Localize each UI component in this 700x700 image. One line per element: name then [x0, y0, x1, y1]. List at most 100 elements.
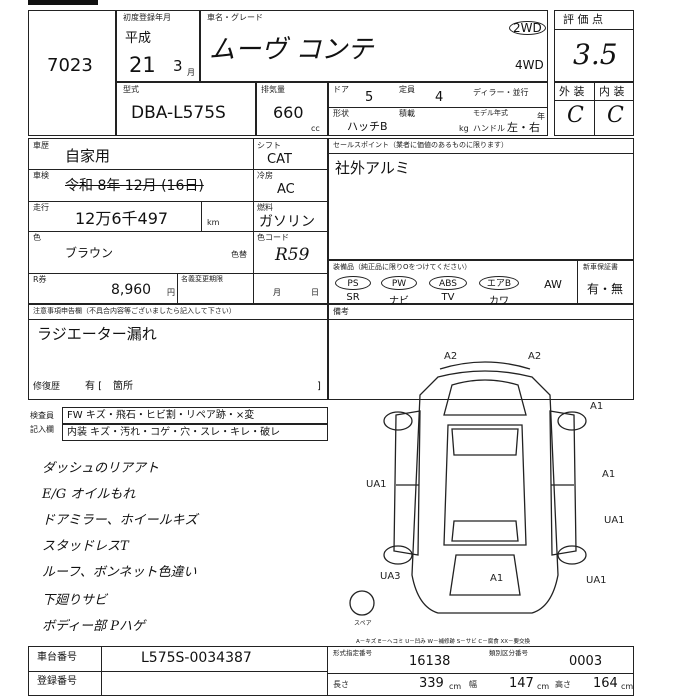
score-label: 評 価 点	[563, 13, 603, 26]
color-label: 色	[33, 233, 41, 242]
height-label: 高さ	[555, 680, 571, 689]
footer-box: 車台番号 L575S-0034387 登録番号 形式指定番号 16138 類別区…	[28, 646, 634, 696]
drive-2wd: 2WD	[509, 21, 546, 35]
scan-top-bar	[28, 0, 98, 5]
mark-ua3-rear-left: UA3	[380, 571, 401, 582]
inspector-row-1-text: FW キズ・飛石・ヒビ割・リペア跡・×変	[67, 410, 255, 421]
handwritten-7: ボディー部 Pハゲ	[42, 619, 145, 634]
notes-text: ラジエーター漏れ	[37, 325, 157, 343]
name-change-day: 日	[311, 288, 319, 297]
repair-unit: 箇所	[113, 381, 133, 392]
exterior-grade: C	[567, 103, 584, 128]
selling-points-label: セールスポイント（業者に価値のあるものに限ります）	[333, 141, 508, 149]
equip-tv: TV	[441, 292, 455, 303]
capacity-value: 4	[435, 90, 444, 105]
notes-label: 注意事項申告欄（不具合内容等ございましたら記入して下さい）	[33, 307, 236, 315]
score-value: 3.5	[573, 38, 618, 71]
ac-value: AC	[277, 182, 295, 197]
cert-number: 16138	[409, 654, 451, 669]
equip-kawa: カワ	[489, 296, 509, 307]
color-code-value: R59	[275, 245, 310, 265]
damage-legend: A－キズ E－ヘコミ U－凹み W－補修跡 S－サビ C－腐食 XX－要交換	[356, 639, 531, 645]
exterior-label: 外 装	[559, 85, 585, 98]
model-value: DBA-L575S	[131, 103, 226, 123]
equip-airbag: エアB	[479, 276, 519, 290]
handwritten-6: 下廻りサビ	[42, 593, 108, 608]
recycle-label: R券	[33, 275, 47, 284]
fuel-value: ガソリン	[259, 214, 315, 230]
mark-a1-right: A1	[602, 469, 615, 480]
interior-grade: C	[607, 103, 624, 128]
handle-value: 左・右	[507, 121, 540, 134]
shift-value: CAT	[267, 152, 292, 167]
inspector-row-2-text: 内装 キズ・汚れ・コゲ・穴・スレ・キレ・破レ	[67, 427, 281, 438]
usage-value: 自家用	[65, 147, 111, 165]
height-value: 164	[593, 676, 618, 691]
displacement-box: 排気量 660 cc	[256, 82, 328, 136]
first-registration-box: 初度登録年月 平成 21 3 月	[116, 10, 200, 82]
month: 3	[173, 57, 183, 75]
length-value: 339	[419, 676, 444, 691]
ac-label: 冷房	[257, 171, 273, 180]
warranty-label: 新車保証書	[583, 263, 618, 271]
width-value: 147	[509, 676, 534, 691]
chassis-value: L575S-0034387	[141, 650, 252, 666]
reg-label: 登録番号	[37, 676, 77, 687]
usage-label: 車歴	[33, 141, 49, 150]
length-label: 長さ	[333, 680, 349, 689]
height-unit: cm	[621, 682, 634, 691]
warranty-value: 有・無	[587, 282, 624, 296]
car-damage-diagram: A2 A2 A1 UA1 A1 UA1 UA3 A1 UA1 スペア	[349, 351, 625, 627]
doors-label: ドア	[333, 85, 349, 94]
width-label: 幅	[469, 680, 477, 689]
mileage-unit: km	[207, 218, 220, 227]
fuel-label: 燃料	[257, 203, 273, 212]
model-box: 型式 DBA-L575S	[116, 82, 256, 136]
mark-a1-rear: A1	[490, 573, 503, 584]
inspector-row-2: 内装 キズ・汚れ・コゲ・穴・スレ・キレ・破レ	[62, 424, 328, 441]
mark-ua1-left: UA1	[366, 479, 387, 490]
mark-a1-front-right: A1	[590, 401, 603, 412]
drive-4wd: 4WD	[515, 58, 544, 72]
inspector-label-2: 記入欄	[30, 425, 54, 434]
first-reg-label: 初度登録年月	[123, 13, 171, 22]
mileage-label: 走行	[33, 203, 49, 212]
spare-label: スペア	[354, 620, 372, 627]
inspection-value: 令和 8年 12月 (16日)	[65, 178, 204, 194]
equip-ps: PS	[335, 276, 371, 290]
inspector-row-1: FW キズ・飛石・ヒビ割・リペア跡・×変	[62, 407, 328, 424]
color-value: ブラウン	[65, 246, 114, 260]
year: 21	[129, 53, 156, 77]
mark-ua1-right: UA1	[604, 515, 625, 526]
details-box: 車歴 自家用 シフト CAT 車検 令和 8年 12月 (16日) 冷房 AC …	[28, 138, 328, 304]
dealer-label: ディラー・並行	[473, 88, 529, 97]
color-code-label: 色コード	[257, 233, 289, 242]
lot-number-box: 7023	[28, 10, 116, 136]
repair-label: 修復歴	[33, 382, 61, 392]
mark-ua1-rear-right: UA1	[586, 575, 607, 586]
shape-value: ハッチB	[347, 120, 388, 133]
spec-box: ドア 5 定員 4 ディラー・並行 形状 ハッチB 積載 kg モデル年式 年 …	[328, 82, 548, 136]
year-unit: 年	[537, 112, 545, 121]
cert-label: 形式指定番号	[333, 649, 372, 657]
chassis-label: 車台番号	[37, 652, 77, 663]
color-change-label: 色替	[231, 250, 247, 259]
recycle-unit: 円	[167, 288, 175, 297]
equipment-label: 装備品（純正品に限りOをつけてください）	[333, 263, 472, 271]
equip-pw: PW	[381, 276, 417, 290]
drive-2wd-circled: 2WD	[509, 21, 546, 35]
class-number: 0003	[569, 654, 603, 669]
name-change-label: 名義変更期限	[181, 275, 223, 283]
equip-abs: ABS	[429, 276, 467, 290]
load-label: 積載	[399, 109, 415, 118]
repair-close-bracket: ]	[317, 381, 321, 392]
shape-label: 形状	[333, 109, 349, 118]
month-unit: 月	[187, 68, 195, 77]
shift-label: シフト	[257, 141, 281, 150]
handwritten-4: スタッドレスT	[42, 539, 129, 554]
displacement-label: 排気量	[261, 85, 285, 94]
handwritten-5: ルーフ、ボンネット色違い	[42, 565, 197, 580]
model-year-label: モデル年式	[473, 109, 508, 117]
remarks-box: 備考	[328, 304, 634, 400]
mark-a2-left: A2	[444, 351, 457, 362]
